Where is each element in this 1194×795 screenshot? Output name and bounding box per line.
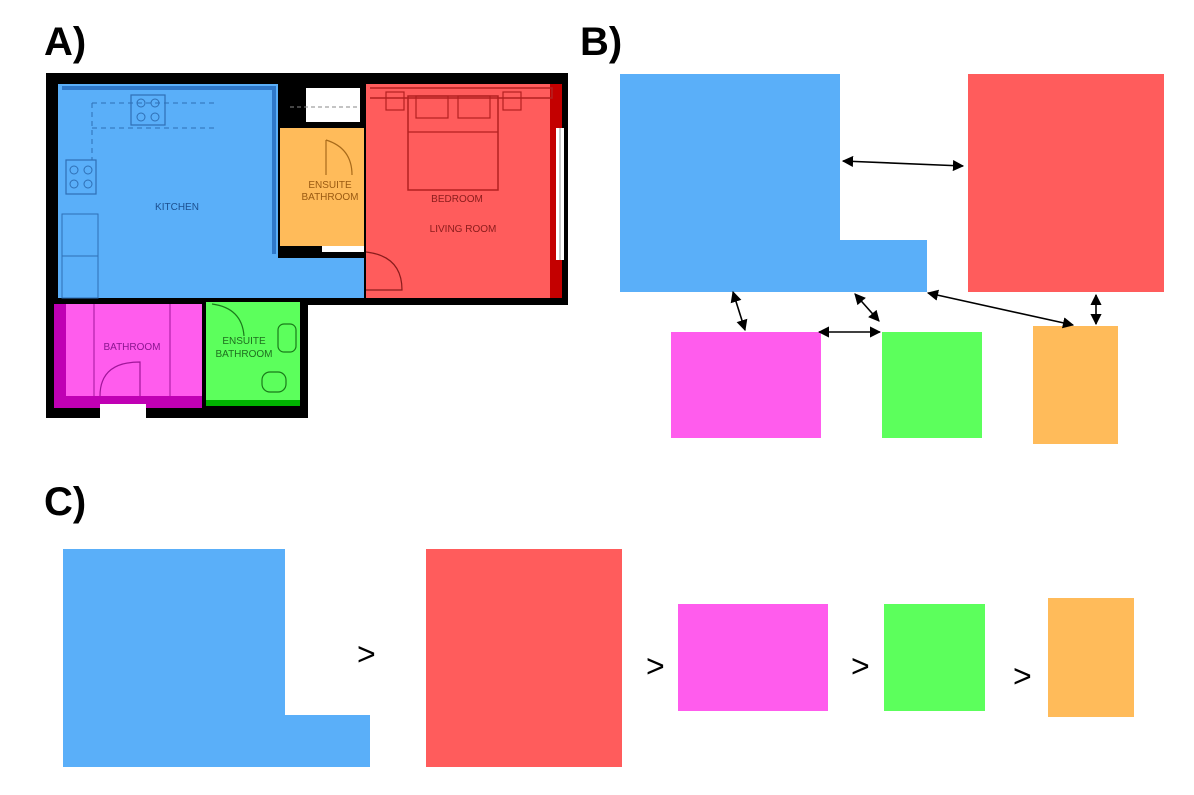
stove-side-icon [65,159,97,195]
closet [306,88,360,122]
edge-kitchen-bedroom [841,155,965,172]
greater-than-4: > [1013,658,1032,694]
burner-icon [150,112,160,122]
kitchen-counter-lines [91,102,215,160]
bedroom-label: BEDROOM [431,194,483,205]
kitchen-label: KITCHEN [155,202,199,213]
ensuite-orange-label-1: ENSUITE [308,180,352,191]
kitchen-room [58,84,364,298]
rank-kitchen [63,549,370,767]
node-ensuite-orange [1033,326,1118,444]
kitchen-border [62,86,276,254]
stove-top-icon [130,94,166,126]
ensuite-door-gap [322,246,364,252]
bedroom-room [366,84,556,298]
ensuite-orange-label-2: BATHROOM [301,192,358,203]
burner-icon [69,179,79,189]
panel-c-label: C) [44,480,87,524]
nightstand-icon [502,91,522,111]
pillow-icon [415,95,449,119]
edge-kitchen-ensuite-orange [926,289,1075,329]
adjacency-graph [620,74,1164,444]
panel-a-label: A) [44,20,87,64]
node-bathroom [671,332,821,438]
node-bedroom [968,74,1164,292]
sink-icon [277,323,297,353]
rank-ensuite-green [884,604,985,711]
door-swing-icon [99,361,141,397]
burner-icon [69,165,79,175]
rank-bathroom [678,604,828,711]
floor-plan: KITCHEN ENSUITE BATHROOM BEDROOM LIVING … [46,73,568,418]
burner-icon [150,98,160,108]
node-ensuite-green [882,332,982,438]
greater-than-2: > [646,648,665,684]
ensuite-green-label-2: BATHROOM [215,349,272,360]
size-ranking [63,549,1134,767]
burner-icon [136,98,146,108]
panel-b-label: B) [580,20,623,64]
greater-than-1: > [357,636,376,672]
bathroom-wall-dark-bottom [54,396,202,408]
burner-icon [83,179,93,189]
burner-icon [136,112,146,122]
ensuite-green-label-1: ENSUITE [222,336,266,347]
door-swing-icon [325,139,353,176]
bathroom-room [54,304,202,408]
bathroom-wall-dark [54,304,66,408]
edge-kitchen-ensuite-green [854,293,880,322]
ensuite-green-border [206,400,300,406]
bedroom-border [370,87,553,99]
burner-icon [83,165,93,175]
door-swing-icon [365,251,403,291]
greater-than-3: > [851,648,870,684]
bathroom-entrance-gap [100,404,146,418]
bathroom-label: BATHROOM [103,342,160,353]
bed-icon [407,95,499,191]
ensuite-orange-room [280,128,364,246]
door-swing-icon [211,303,245,337]
edge-kitchen-bathroom [730,290,748,332]
toilet-icon [261,371,287,393]
rank-bedroom [426,549,622,767]
pillow-icon [457,95,491,119]
nightstand-icon [385,91,405,111]
living-room-label: LIVING ROOM [430,224,497,235]
rank-ensuite-orange [1048,598,1134,717]
node-kitchen [620,74,927,292]
